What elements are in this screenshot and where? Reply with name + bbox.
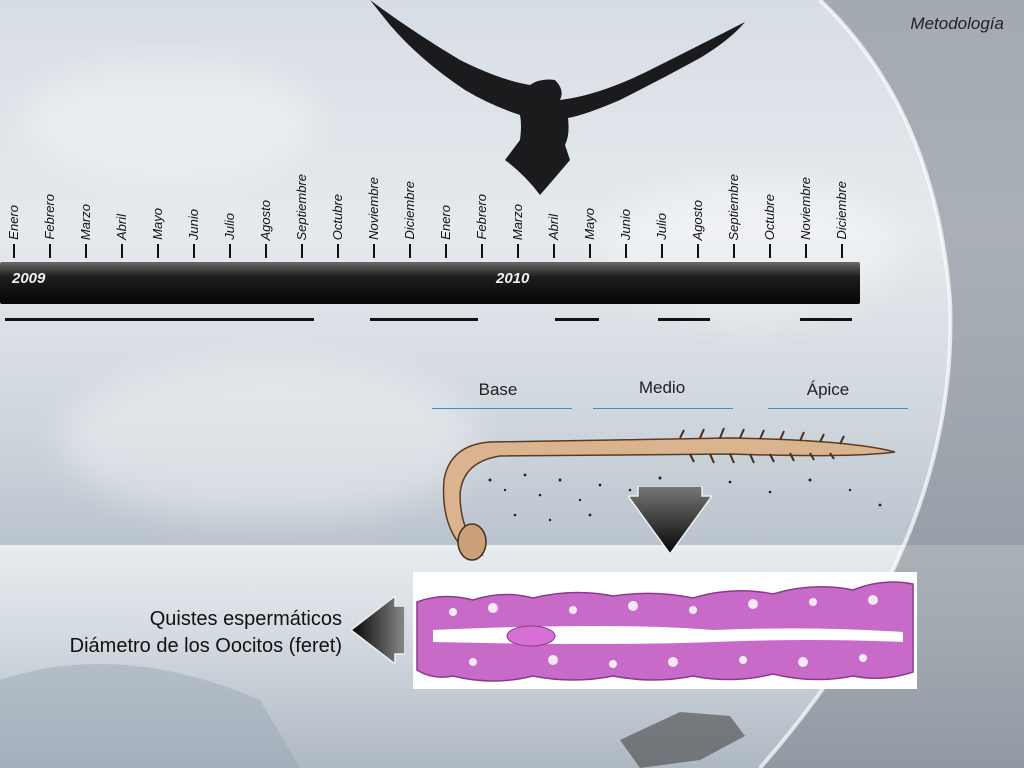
month-tick-label: Septiembre — [726, 150, 742, 260]
month-tick-label: Febrero — [474, 150, 490, 260]
month-label: Marzo — [78, 203, 93, 240]
specimen-image — [442, 427, 896, 561]
tick-mark — [13, 244, 15, 258]
month-tick-label: Mayo — [150, 150, 166, 260]
sampling-period-line — [555, 318, 599, 321]
month-label: Noviembre — [798, 177, 813, 240]
tick-mark — [589, 244, 591, 258]
month-tick-label: Octubre — [762, 150, 778, 260]
tick-mark — [733, 244, 735, 258]
year-label-2009: 2009 — [12, 270, 46, 287]
tick-mark — [85, 244, 87, 258]
month-label: Mayo — [150, 208, 165, 240]
slide-title: Metodología — [910, 14, 1004, 33]
month-label: Febrero — [42, 194, 57, 240]
month-tick-label: Agosto — [258, 150, 274, 260]
bird-image — [370, 0, 745, 195]
tick-mark — [337, 244, 339, 258]
month-label: Abril — [114, 213, 129, 240]
sampling-period-line — [800, 318, 852, 321]
month-tick-label: Noviembre — [366, 150, 382, 260]
sampling-period-line — [5, 318, 314, 321]
month-label: Diciembre — [402, 181, 417, 240]
month-label: Marzo — [510, 203, 525, 240]
month-label: Noviembre — [366, 177, 381, 240]
tick-mark — [373, 244, 375, 258]
down-arrow-icon — [628, 486, 712, 554]
sampling-period-line — [370, 318, 478, 321]
tick-mark — [841, 244, 843, 258]
month-tick-label: Abril — [546, 150, 562, 260]
tick-mark — [265, 244, 267, 258]
section-underline — [768, 408, 908, 409]
histology-image — [413, 572, 917, 689]
tick-mark — [445, 244, 447, 258]
month-tick-label: Mayo — [582, 150, 598, 260]
caption: Quistes espermáticos Diámetro de los Ooc… — [70, 606, 342, 660]
month-label: Julio — [654, 213, 669, 240]
caption-line-2: Diámetro de los Oocitos (feret) — [69, 635, 342, 657]
section-underline — [593, 408, 733, 409]
tick-mark — [553, 244, 555, 258]
tick-mark — [229, 244, 231, 258]
month-labels: Enero Febrero Marzo Abril Mayo Junio Jul… — [0, 150, 870, 260]
month-tick-label: Diciembre — [834, 150, 850, 260]
month-tick-label: Enero — [6, 150, 22, 260]
timeline-bar: 2009 2010 — [0, 262, 860, 304]
left-arrow-icon — [351, 596, 405, 664]
section-underline — [432, 408, 572, 409]
month-tick-label: Enero — [438, 150, 454, 260]
cloud — [20, 60, 320, 180]
month-label: Mayo — [582, 208, 597, 240]
tick-mark — [661, 244, 663, 258]
month-label: Agosto — [690, 199, 705, 240]
caption-line-1: Quistes espermáticos — [149, 608, 342, 630]
month-tick-label: Febrero — [42, 150, 58, 260]
tick-mark — [517, 244, 519, 258]
tick-mark — [769, 244, 771, 258]
month-label: Agosto — [258, 199, 273, 240]
month-tick-label: Marzo — [78, 150, 94, 260]
month-label: Julio — [222, 213, 237, 240]
month-tick-label: Junio — [186, 150, 202, 260]
section-label-apice: Ápice — [806, 380, 850, 399]
cloud — [60, 360, 480, 520]
histology-section-graphic — [416, 581, 914, 682]
month-tick-label: Marzo — [510, 150, 526, 260]
month-label: Junio — [618, 208, 633, 240]
month-tick-label: Agosto — [690, 150, 706, 260]
month-tick-label: Diciembre — [402, 150, 418, 260]
section-label-base: Base — [478, 380, 518, 399]
tick-mark — [301, 244, 303, 258]
month-label: Septiembre — [726, 173, 741, 240]
month-tick-label: Julio — [654, 150, 670, 260]
month-label: Octubre — [330, 193, 345, 240]
tick-mark — [805, 244, 807, 258]
month-tick-label: Junio — [618, 150, 634, 260]
month-tick-label: Septiembre — [294, 150, 310, 260]
month-label: Junio — [186, 208, 201, 240]
month-label: Enero — [6, 205, 21, 240]
tick-mark — [697, 244, 699, 258]
section-label-medio: Medio — [638, 378, 686, 397]
sampling-period-line — [658, 318, 710, 321]
month-label: Enero — [438, 205, 453, 240]
month-label: Abril — [546, 213, 561, 240]
month-tick-label: Octubre — [330, 150, 346, 260]
month-label: Diciembre — [834, 181, 849, 240]
month-tick-label: Noviembre — [798, 150, 814, 260]
tick-mark — [157, 244, 159, 258]
tick-mark — [625, 244, 627, 258]
tick-mark — [481, 244, 483, 258]
month-tick-label: Julio — [222, 150, 238, 260]
tick-mark — [193, 244, 195, 258]
year-label-2010: 2010 — [496, 270, 530, 287]
tick-mark — [409, 244, 411, 258]
tick-mark — [121, 244, 123, 258]
month-label: Octubre — [762, 193, 777, 240]
tick-mark — [49, 244, 51, 258]
month-tick-label: Abril — [114, 150, 130, 260]
month-label: Septiembre — [294, 173, 309, 240]
month-label: Febrero — [474, 194, 489, 240]
